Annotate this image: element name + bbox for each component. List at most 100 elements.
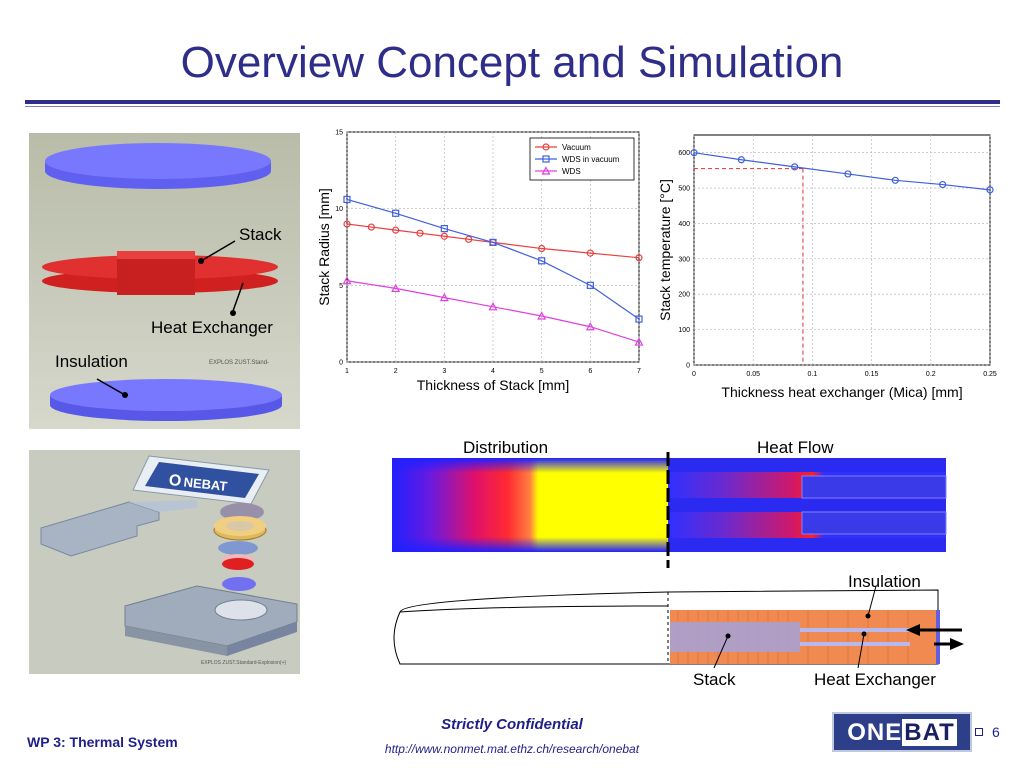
- y-tick-label: 100: [678, 327, 690, 334]
- plot-area: [693, 134, 991, 366]
- series-point-1: [465, 235, 473, 243]
- y-tick-label: 5: [339, 283, 343, 290]
- title-divider-thin: [25, 106, 1000, 107]
- legend-label: WDS: [562, 167, 581, 176]
- insulation-leader: [96, 378, 126, 396]
- heat-exchanger-leader: [232, 282, 244, 312]
- device-logo-text-a: O: [168, 472, 182, 490]
- legend-label: WDS in vacuum: [562, 155, 620, 164]
- x-tick-label: 5: [540, 368, 544, 375]
- title-divider: [25, 100, 1000, 104]
- x-tick-label: 7: [637, 368, 641, 375]
- y-tick-label: 0: [339, 360, 343, 367]
- series-point-2: [538, 257, 546, 265]
- device-render-panel: O NEBAT EXPLOS ZUST.Standard-Explosion(+…: [29, 450, 300, 674]
- cross-section-schematic: [388, 580, 968, 676]
- label-distribution: Distribution: [463, 438, 549, 457]
- x-tick-label: 6: [588, 368, 592, 375]
- series-point-3: [537, 311, 547, 320]
- label-heat-exchanger: Heat Exchanger: [151, 318, 273, 337]
- legend-marker: [542, 155, 550, 163]
- series-point-1: [538, 244, 546, 253]
- series-point-3: [634, 337, 644, 346]
- series-point-3: [488, 302, 498, 311]
- logo-part-one: ONE: [847, 719, 903, 746]
- series-point-2: [635, 315, 643, 323]
- series-point-2: [586, 281, 594, 289]
- legend-marker: [542, 143, 550, 151]
- device-render-watermark: EXPLOS ZUST.Standard-Explosion(+): [201, 660, 287, 666]
- x-tick-label: 0.05: [746, 371, 760, 378]
- x-axis-label: Thickness of Stack [mm]: [417, 377, 569, 393]
- series-point-1: [939, 180, 947, 189]
- page-title: Overview Concept and Simulation: [180, 38, 844, 87]
- y-tick-label: 500: [678, 186, 690, 193]
- label-insulation: Insulation: [55, 352, 128, 371]
- series-point-3: [585, 321, 595, 331]
- y-tick-label: 15: [335, 130, 343, 137]
- series-line-1: [346, 223, 640, 259]
- y-tick-label: 0: [686, 363, 690, 370]
- stack-render-image: EXPLOS ZUST.Stand-: [29, 133, 300, 429]
- legend-box: [529, 137, 635, 181]
- series-point-1: [440, 232, 448, 240]
- series-point-1: [690, 149, 698, 157]
- series-point-2: [343, 195, 351, 204]
- x-tick-label: 4: [491, 368, 495, 375]
- series-point-1: [392, 226, 400, 234]
- x-tick-label: 0.2: [926, 371, 936, 378]
- onebat-logo: ONEBAT: [832, 712, 972, 752]
- legend-marker: [541, 166, 551, 175]
- series-point-1: [791, 163, 799, 171]
- series-point-1: [416, 229, 424, 237]
- series-point-1: [635, 254, 643, 262]
- y-tick-label: 10: [335, 206, 343, 213]
- y-axis-label: Stack temperature [°C]: [657, 179, 673, 321]
- series-point-1: [343, 220, 351, 228]
- series-point-1: [891, 176, 899, 184]
- page-number: 6: [992, 724, 1000, 740]
- series-line-3: [346, 280, 640, 343]
- series-point-1: [586, 249, 594, 257]
- label-heat-exchanger-schematic: Heat Exchanger: [814, 670, 936, 689]
- series-line-2: [346, 198, 640, 320]
- x-tick-label: 0.15: [865, 371, 879, 378]
- x-tick-label: 3: [442, 368, 446, 375]
- series-point-2: [440, 224, 448, 233]
- y-tick-label: 300: [678, 256, 690, 263]
- series-point-3: [342, 275, 352, 285]
- legend-label: Vacuum: [562, 143, 591, 152]
- simulation-panel: [392, 452, 948, 568]
- series-point-1: [844, 170, 852, 178]
- device-logo-text-b: NEBAT: [183, 474, 228, 494]
- series-point-3: [391, 283, 401, 292]
- series-line-1: [693, 152, 991, 191]
- stack-render-panel: EXPLOS ZUST.Stand- Stack Heat Exchanger …: [29, 133, 300, 429]
- series-point-1: [986, 186, 994, 194]
- y-tick-label: 600: [678, 150, 690, 157]
- x-tick-label: 0.1: [808, 371, 818, 378]
- x-tick-label: 1: [345, 368, 349, 375]
- series-point-1: [367, 223, 375, 231]
- x-tick-label: 0: [692, 371, 696, 378]
- y-axis-label: Stack Radius [mm]: [316, 188, 332, 305]
- x-tick-label: 0.25: [983, 371, 997, 378]
- series-point-2: [392, 209, 400, 217]
- device-render-image: O NEBAT EXPLOS ZUST.Standard-Explosion(+…: [29, 450, 300, 674]
- x-axis-label: Thickness heat exchanger (Mica) [mm]: [721, 384, 962, 400]
- footer-confidential: Strictly Confidential: [441, 716, 583, 733]
- footer-url[interactable]: http://www.nonmet.mat.ethz.ch/research/o…: [384, 742, 640, 756]
- stack-leader: [200, 240, 236, 262]
- label-insulation-schematic: Insulation: [848, 572, 921, 591]
- label-stack: Stack: [239, 225, 282, 244]
- x-tick-label: 2: [394, 368, 398, 375]
- series-point-1: [737, 156, 745, 164]
- footer-work-package: WP 3: Thermal System: [27, 734, 178, 750]
- footer-square-icon: [975, 728, 983, 736]
- cross-section-image: [393, 585, 964, 669]
- logo-part-bat: BAT: [902, 719, 957, 746]
